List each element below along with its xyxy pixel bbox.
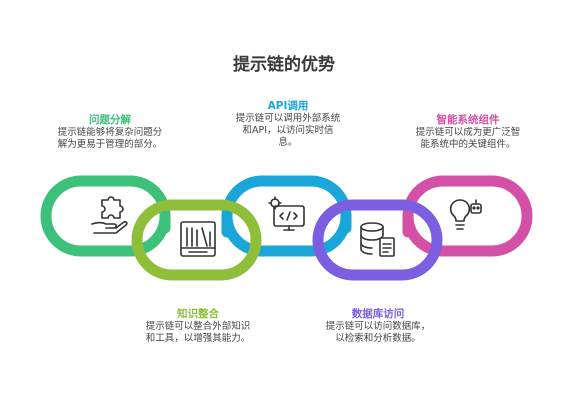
desc-line: 和API，以访问实时信 bbox=[242, 125, 334, 136]
label-database: 数据库访问 提示链可以访问数据库， 以检索和分析数据。 bbox=[308, 307, 448, 345]
label-smart-title: 智能系统组件 bbox=[436, 114, 500, 126]
code-monitor-icon bbox=[268, 196, 305, 231]
label-knowledge-title: 知识整合 bbox=[177, 308, 219, 320]
label-api-desc: 提示链可以调用外部系统 和API，以访问实时信 息。 bbox=[218, 113, 358, 149]
label-knowledge-desc: 提示链可以整合外部知识 和工具，以增强其能力。 bbox=[128, 321, 268, 345]
desc-line: 提示链可以调用外部系统 bbox=[235, 113, 341, 124]
chain-link-database bbox=[312, 199, 443, 281]
label-problem-title: 问题分解 bbox=[89, 114, 131, 126]
bookshelf-icon bbox=[180, 221, 216, 257]
label-smart: 智能系统组件 提示链可以成为更广泛智 能系统中的关键组件。 bbox=[398, 113, 538, 151]
lightbulb-robot-icon bbox=[449, 199, 482, 230]
desc-line: 解为更易于管理的部分。 bbox=[57, 139, 163, 150]
database-doc-icon bbox=[360, 222, 395, 257]
label-api: API调用 提示链可以调用外部系统 和API，以访问实时信 息。 bbox=[218, 99, 358, 149]
label-smart-desc: 提示链可以成为更广泛智 能系统中的关键组件。 bbox=[398, 127, 538, 151]
label-problem-desc: 提示链能够将复杂问题分 解为更易于管理的部分。 bbox=[40, 127, 180, 151]
label-database-desc: 提示链可以访问数据库， 以检索和分析数据。 bbox=[308, 321, 448, 345]
label-knowledge: 知识整合 提示链可以整合外部知识 和工具，以增强其能力。 bbox=[128, 307, 268, 345]
label-problem: 问题分解 提示链能够将复杂问题分 解为更易于管理的部分。 bbox=[40, 113, 180, 151]
chain-link-knowledge bbox=[131, 199, 262, 281]
desc-line: 提示链可以整合外部知识 bbox=[145, 321, 251, 332]
puzzle-hand-icon bbox=[91, 196, 128, 234]
desc-line: 提示链可以成为更广泛智 bbox=[415, 127, 521, 138]
label-database-title: 数据库访问 bbox=[351, 308, 405, 320]
desc-line: 提示链能够将复杂问题分 bbox=[57, 127, 163, 138]
page-title: 提示链的优势 bbox=[233, 55, 335, 75]
label-api-title: API调用 bbox=[267, 100, 309, 112]
desc-line: 息。 bbox=[278, 137, 298, 148]
desc-line: 和工具，以增强其能力。 bbox=[145, 333, 251, 344]
desc-line: 能系统中的关键组件。 bbox=[420, 139, 516, 150]
desc-line: 以检索和分析数据。 bbox=[335, 333, 421, 344]
desc-line: 提示链可以访问数据库， bbox=[325, 321, 431, 332]
